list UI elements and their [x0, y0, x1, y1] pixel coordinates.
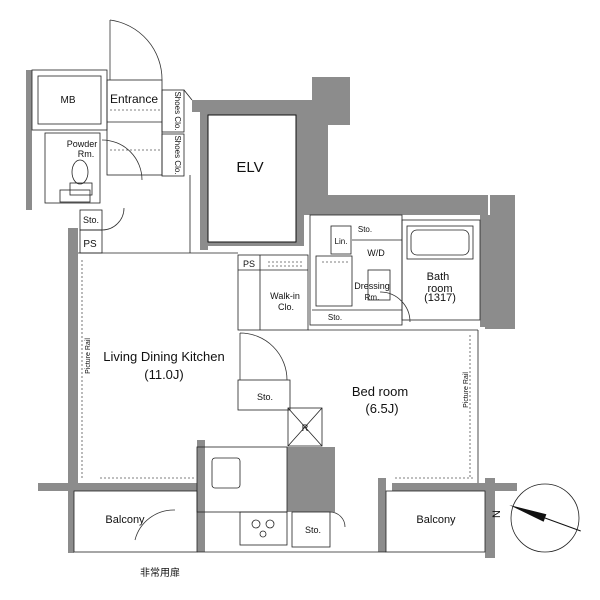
sto-kitchen-label: Sto.	[305, 525, 321, 535]
bed-room-size-label: (6.5J)	[365, 401, 398, 416]
ldk-size-label: (11.0J)	[144, 367, 184, 382]
emergency-door-label: 非常用扉	[140, 566, 180, 579]
entrance-label: Entrance	[110, 92, 158, 106]
compass-north-label: N	[491, 510, 503, 518]
bath-label-1: Bath	[427, 271, 450, 283]
bath-size-label: (1317)	[424, 292, 456, 304]
wd-label: W/D	[367, 248, 385, 258]
ps-left-label: PS	[83, 239, 97, 250]
shoes-closet-label-1: Shoes Clo.	[173, 91, 182, 130]
dressing-label-2: Rm.	[365, 293, 380, 302]
balcony-left-label: Balcony	[105, 514, 145, 526]
sto-wd-label: Sto.	[358, 225, 372, 234]
dressing-label-1: Dressing	[354, 281, 390, 291]
powder-room-label-2: Rm.	[78, 149, 95, 159]
structural-walls	[26, 70, 517, 558]
compass: N	[491, 483, 581, 553]
sto-dressing-label: Sto.	[328, 313, 342, 322]
sto-ldk-label: Sto.	[257, 392, 273, 402]
doors	[101, 19, 411, 541]
powder-room-label: Powder	[67, 139, 98, 149]
walkin-label-2: Clo.	[278, 302, 294, 312]
lin-label: Lin.	[335, 237, 348, 246]
elv-label: ELV	[236, 159, 263, 176]
room-outlines	[31, 69, 486, 553]
bath-label-2: room	[427, 283, 452, 295]
picture-rail-left-label: Picture Rail	[85, 338, 92, 374]
mb-label: MB	[61, 95, 76, 106]
walkin-label-1: Walk-in	[270, 291, 300, 301]
ps-center-label: PS	[243, 259, 255, 269]
ldk-label: Living Dining Kitchen	[103, 349, 224, 364]
room-labels: MB Entrance Shoes Clo. Shoes Clo. Powder…	[61, 91, 471, 579]
sto-small-label: Sto.	[83, 215, 99, 225]
r-mark-label: R	[302, 423, 309, 433]
balcony-right-label: Balcony	[416, 514, 456, 526]
shoes-closet-label-2: Shoes Clo.	[173, 135, 182, 174]
picture-rail-right-label: Picture Rail	[463, 372, 470, 408]
compass-arrow-icon	[509, 505, 581, 532]
bed-room-label: Bed room	[352, 384, 408, 399]
